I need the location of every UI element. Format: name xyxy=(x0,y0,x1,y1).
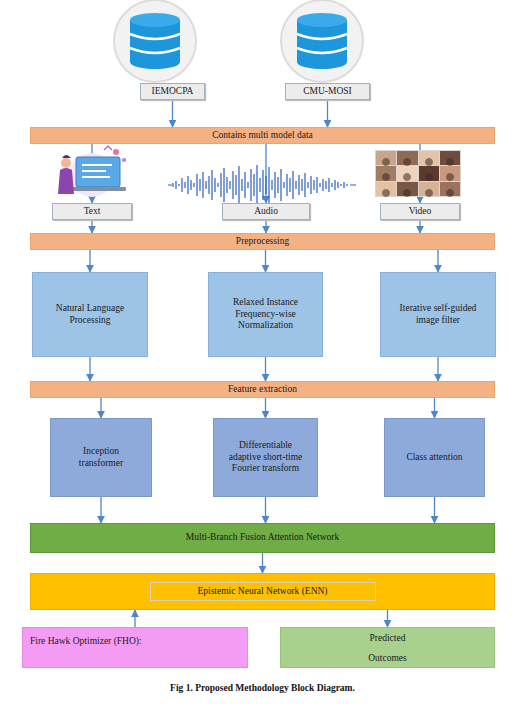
node-label: IEMOCPA xyxy=(152,86,194,98)
node-label: Text xyxy=(84,206,101,218)
flow-arrow xyxy=(265,398,266,418)
cylinder-base xyxy=(130,55,180,69)
flow-arrow xyxy=(434,398,435,418)
node-label: Epistemic Neural Network (ENN) xyxy=(150,582,376,602)
stage-band: Preprocessing xyxy=(30,233,495,250)
node-label: CMU-MOSI xyxy=(303,86,352,98)
process-box: Differentiable adaptive short-time Fouri… xyxy=(213,418,318,497)
flow-arrow xyxy=(100,398,101,418)
database-icon xyxy=(114,0,196,82)
node-label: Multi-Branch Fusion Attention Network xyxy=(186,532,339,544)
laptop-screen xyxy=(76,157,120,187)
face-heads xyxy=(382,158,454,197)
database-icon xyxy=(281,0,363,82)
flow-arrow xyxy=(387,610,388,627)
flow-arrow xyxy=(265,250,266,272)
flow-arrow xyxy=(89,250,90,272)
text-illustration xyxy=(58,146,126,197)
flow-arrow xyxy=(265,357,266,381)
icon-disc xyxy=(281,0,363,82)
node-label: Contains multi model data xyxy=(212,130,313,142)
flow-arrow xyxy=(327,100,328,127)
cylinder-rings xyxy=(130,34,180,53)
person-hair xyxy=(62,155,71,158)
flow-arrow xyxy=(437,250,438,272)
flow-arrow xyxy=(265,220,266,233)
flow-arrow xyxy=(89,357,90,381)
stage-band: Contains multi model data xyxy=(30,127,495,144)
output-box: Predicted Outcomes xyxy=(280,627,495,668)
node-label: Natural Language Processing xyxy=(43,303,137,327)
cylinder-top xyxy=(130,13,180,27)
node-label: Preprocessing xyxy=(236,236,289,248)
video-thumbnail-grid xyxy=(375,150,461,197)
audio-waveform xyxy=(168,165,356,205)
node-label: Audio xyxy=(254,206,278,218)
grid-frame xyxy=(375,150,461,197)
decor-dot xyxy=(113,149,119,155)
flow-arrow xyxy=(134,610,135,627)
fusion-band: Multi-Branch Fusion Attention Network xyxy=(30,523,495,553)
modality-label: Audio xyxy=(222,203,310,220)
flow-arrow xyxy=(437,357,438,381)
node-label: Relaxed Instance Frequency-wise Normaliz… xyxy=(219,297,312,333)
node-label: Inception transformer xyxy=(63,446,139,470)
dataset-label: IEMOCPA xyxy=(140,83,205,100)
laptop-base xyxy=(70,187,126,191)
node-label: Class attention xyxy=(406,452,462,464)
cylinder-base xyxy=(297,55,347,69)
icon-disc xyxy=(114,0,196,82)
node-label: Differentiable adaptive short-time Fouri… xyxy=(226,440,305,476)
process-box: Inception transformer xyxy=(50,418,152,497)
node-label: Predicted Outcomes xyxy=(357,628,419,668)
process-box: Class attention xyxy=(384,418,485,497)
process-box: Iterative self-guided image filter xyxy=(380,272,496,357)
flow-arrow xyxy=(172,100,173,127)
flow-arrow xyxy=(262,553,263,573)
dataset-label: CMU-MOSI xyxy=(285,83,370,100)
process-box: Natural Language Processing xyxy=(32,272,148,357)
node-label: Iterative self-guided image filter xyxy=(391,303,485,327)
person-head xyxy=(61,158,71,168)
figure-caption: Fig 1. Proposed Methodology Block Diagra… xyxy=(0,683,525,693)
node-label: Video xyxy=(409,206,432,218)
flow-arrow xyxy=(100,497,101,523)
node-label: Feature extraction xyxy=(228,384,297,396)
modality-label: Video xyxy=(380,203,460,220)
process-box: Relaxed Instance Frequency-wise Normaliz… xyxy=(208,272,323,357)
cylinder-rings xyxy=(297,34,347,53)
person-body xyxy=(58,168,74,194)
node-label: Fire Hawk Optimizer (FHO): xyxy=(30,636,142,648)
cylinder-top xyxy=(297,13,347,27)
flow-arrow xyxy=(434,497,435,523)
flow-arrow xyxy=(91,220,92,233)
flow-arrow xyxy=(265,497,266,523)
model-band: Epistemic Neural Network (ENN) xyxy=(30,573,495,610)
decor-mark xyxy=(104,146,112,150)
decor-dot xyxy=(122,158,126,162)
optimizer-box: Fire Hawk Optimizer (FHO): xyxy=(22,627,248,668)
modality-label: Text xyxy=(52,203,132,220)
stage-band: Feature extraction xyxy=(30,381,495,398)
flow-arrow xyxy=(265,144,266,203)
text-lines xyxy=(82,165,112,177)
flow-arrow xyxy=(419,220,420,233)
